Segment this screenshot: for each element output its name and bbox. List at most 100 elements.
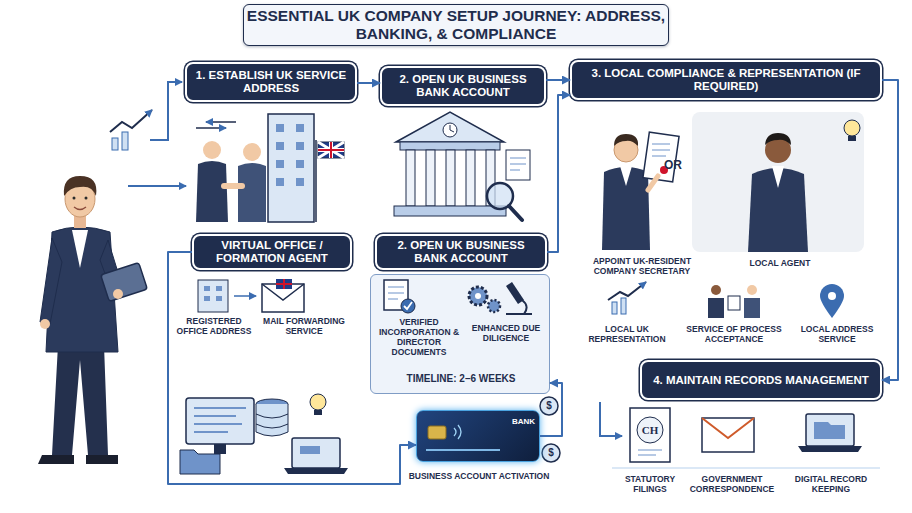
person-head — [243, 143, 261, 161]
person-hair — [765, 133, 791, 145]
handshake — [224, 183, 242, 189]
contactless-symbol — [454, 425, 461, 439]
item-label: DIGITAL RECORD KEEPING — [786, 474, 876, 494]
chart-bar — [612, 302, 617, 314]
window — [204, 286, 222, 301]
verified-badge — [401, 299, 415, 313]
role-label: APPOINT UK-RESIDENT COMPANY SECRETARY — [586, 256, 698, 276]
person-hand — [113, 289, 123, 299]
lightbulb-base — [314, 410, 322, 415]
step-header: 1. ESTABLISH UK SERVICE ADDRESS — [185, 62, 357, 102]
magnifier-handle — [509, 206, 522, 220]
uk-flag — [276, 279, 292, 289]
requirement-text: ENHANCED DUE DILIGENCE — [465, 323, 547, 343]
requirement-text: VERIFIED INCORPORATION & DIRECTOR DOCUME… — [375, 317, 463, 357]
card-chip — [428, 426, 446, 439]
location-pin-dot — [828, 292, 836, 300]
uk-flag-cross — [318, 142, 344, 158]
person-shirt — [72, 230, 88, 268]
database-rings — [256, 414, 288, 428]
document-lines — [638, 450, 662, 455]
node-text: 4. MAINTAIN RECORDS MANAGEMENT — [653, 374, 869, 387]
requirements-panel: VERIFIED INCORPORATION & DIRECTOR DOCUME… — [370, 274, 550, 394]
bank-beam — [400, 142, 500, 150]
item-label: GOVERNMENT CORRESPONDENCE — [684, 474, 780, 494]
person-body — [744, 298, 760, 318]
chart-bar — [122, 132, 128, 150]
gear — [488, 300, 500, 312]
divider-line — [612, 467, 880, 469]
person-head — [203, 141, 221, 159]
bank-clock — [443, 123, 457, 137]
bank-column — [406, 150, 415, 206]
laptop-screen — [292, 438, 340, 468]
uk-flag-cross — [276, 279, 292, 289]
flow-connector — [547, 95, 570, 252]
database — [256, 404, 288, 436]
person-smile — [74, 207, 86, 210]
person-body — [708, 298, 724, 318]
person-body — [238, 163, 266, 222]
certificate — [643, 132, 679, 182]
item-label: REGISTERED OFFICE ADDRESS — [172, 316, 256, 336]
bank-card: BANKBUSINESS ACCOUNT ACTIVATION — [416, 410, 540, 462]
envelope — [702, 418, 754, 452]
person-shoe — [38, 455, 74, 464]
flow-arrow — [150, 82, 182, 140]
step-header: 2. OPEN UK BUSINESS BANK ACCOUNT — [380, 66, 546, 106]
filing-document — [630, 408, 670, 462]
person-hand — [648, 176, 658, 190]
window — [276, 124, 284, 132]
document — [506, 150, 530, 180]
laptop-base — [798, 446, 862, 452]
node-text: 2. OPEN UK BUSINESS BANK ACCOUNT — [390, 73, 536, 99]
clock-hands — [450, 125, 454, 132]
monitor — [186, 398, 254, 444]
window — [276, 142, 284, 150]
card-number-line — [426, 449, 500, 451]
uk-flag-cross — [318, 142, 344, 158]
person-head — [711, 285, 721, 295]
item-label: LOCAL ADDRESS SERVICE — [792, 324, 882, 344]
item-label: LOCAL UK REPRESENTATION — [586, 324, 668, 344]
uk-flag — [318, 142, 344, 158]
screen-window — [300, 446, 320, 454]
person-hand — [40, 319, 50, 329]
step-header: 4. MAINTAIN RECORDS MANAGEMENT — [640, 360, 882, 400]
office-icon — [198, 280, 228, 312]
person-head — [747, 285, 757, 295]
lightbulb — [310, 394, 326, 410]
person-shoe — [86, 455, 118, 464]
growth-arrow — [110, 110, 152, 132]
window — [296, 124, 304, 132]
person-eye — [85, 197, 88, 200]
document-icon — [384, 280, 408, 310]
flow-connector — [168, 252, 416, 484]
ch-emblem — [637, 417, 663, 443]
exchange-arrow — [196, 127, 226, 129]
gear — [469, 287, 487, 305]
chart-bar — [621, 298, 626, 314]
gear-hub — [475, 293, 481, 299]
window — [296, 178, 304, 186]
lightbulb-base — [848, 136, 856, 141]
bank-base — [394, 206, 506, 216]
title-text: ESSENTIAL UK COMPANY SETUP JOURNEY: ADDR… — [244, 7, 668, 43]
folder — [814, 422, 845, 439]
tablet — [101, 263, 148, 302]
person-body — [602, 167, 650, 250]
coin — [540, 397, 558, 415]
envelope-flap — [702, 418, 754, 438]
window — [296, 142, 304, 150]
monitor-stand — [214, 444, 226, 454]
location-pin — [820, 284, 844, 318]
timeline-text: TIMELINE: 2–6 WEEKS — [381, 373, 541, 385]
microscope-base — [506, 300, 532, 314]
node-text: 3. LOCAL COMPLIANCE & REPRESENTATION (IF… — [580, 67, 872, 93]
flow-arrow — [234, 295, 256, 297]
node-text: 1. ESTABLISH UK SERVICE ADDRESS — [195, 69, 347, 95]
person-body — [196, 161, 228, 222]
document-lines — [388, 287, 404, 299]
microscope-tube — [506, 282, 524, 304]
flow-connector — [540, 383, 562, 436]
